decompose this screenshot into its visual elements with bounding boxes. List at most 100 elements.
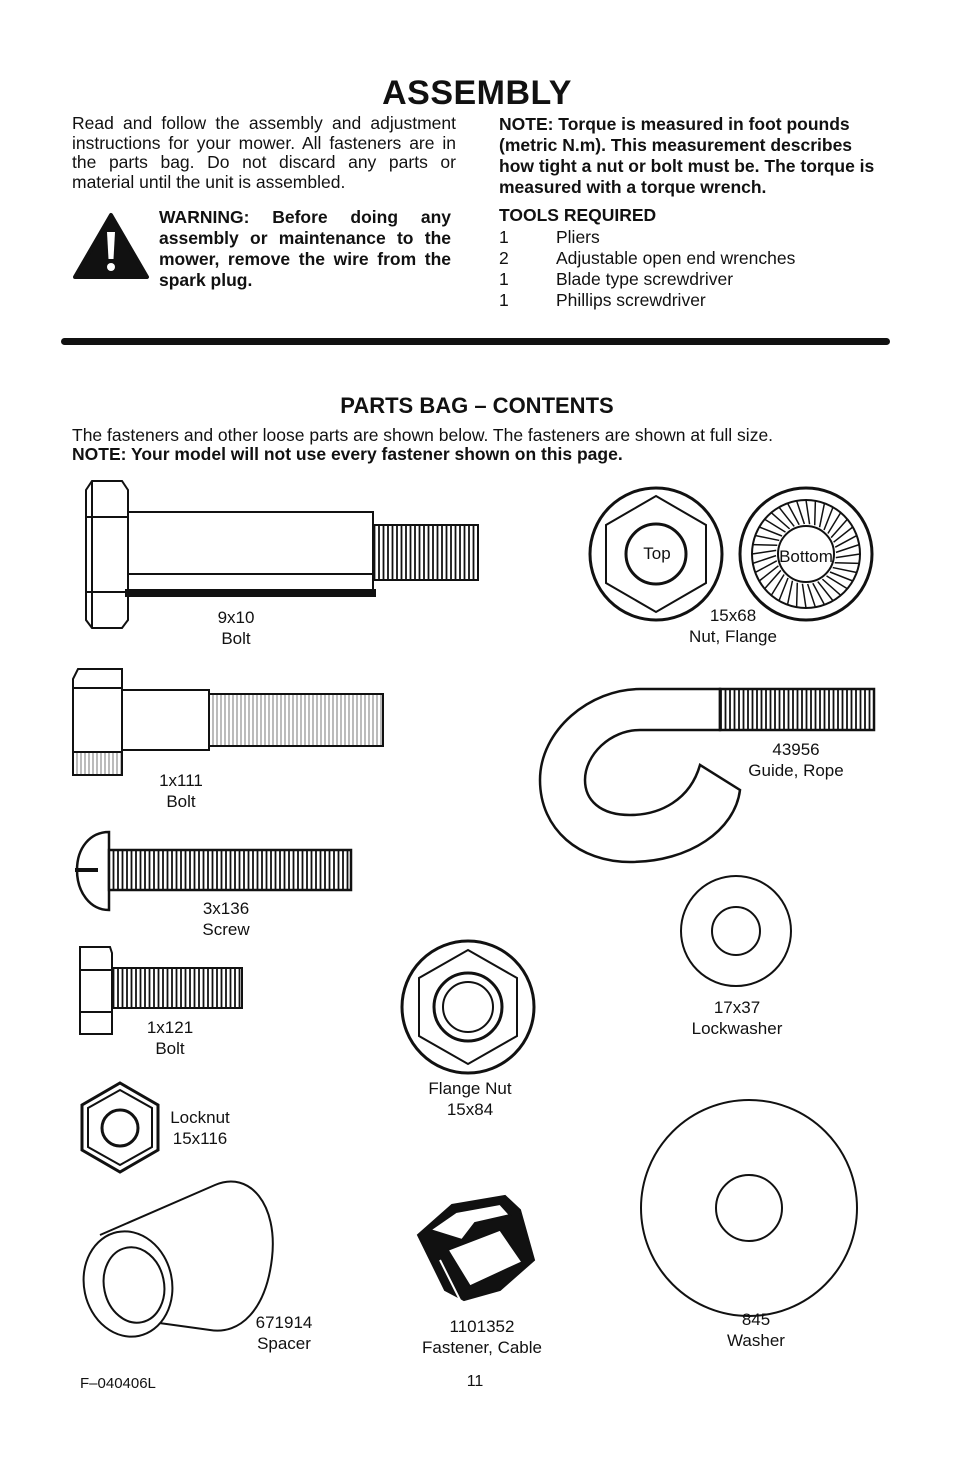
- lockwasher-drawing: [680, 875, 792, 987]
- locknut-drawing: [80, 1081, 160, 1174]
- tool-name: Phillips screwdriver: [556, 290, 706, 310]
- tool-name: Blade type screwdriver: [556, 269, 734, 289]
- serration-line: [795, 582, 799, 608]
- screw-3x136-drawing: [75, 830, 353, 912]
- warning-text: WARNING: Before doing any assembly or ma…: [159, 207, 451, 290]
- part-name: Locknut: [170, 1108, 230, 1127]
- serration-line: [832, 566, 857, 574]
- part-number: 43956: [772, 740, 820, 759]
- part-number: 1x111: [159, 771, 203, 790]
- part-number: 1101352: [449, 1317, 515, 1336]
- serration-line: [754, 560, 778, 574]
- section-divider: [61, 338, 890, 345]
- part-number: 17x37: [713, 998, 761, 1017]
- serration-line: [834, 561, 860, 565]
- part-name: Nut, Flange: [689, 627, 777, 646]
- serration-line: [801, 583, 807, 609]
- bolt-1x111-drawing: [72, 668, 384, 776]
- serration-line: [770, 574, 785, 596]
- part-number: 15x116: [172, 1129, 228, 1148]
- serration-line: [758, 526, 783, 537]
- serration-line: [758, 565, 779, 582]
- flange-serration-lines: [751, 499, 861, 609]
- page-number: 11: [466, 1373, 484, 1390]
- footer-code: F–040406L: [80, 1375, 156, 1392]
- serration-line: [764, 569, 782, 590]
- serration-line: [826, 575, 848, 590]
- flange-top-label: Top: [643, 544, 671, 563]
- part-number: 1x121: [146, 1018, 194, 1037]
- tools-heading: TOOLS REQUIRED: [499, 205, 657, 225]
- serration-line: [786, 502, 800, 526]
- serration-line: [812, 582, 826, 606]
- serration-line: [821, 578, 842, 596]
- torque-note: NOTE: Torque is measured in foot pounds …: [499, 114, 875, 197]
- serration-line: [817, 581, 834, 602]
- parts-note: NOTE: Your model will not use every fast…: [72, 444, 623, 464]
- spacer-drawing: [82, 1180, 274, 1338]
- page-title: ASSEMBLY: [382, 74, 572, 112]
- tool-qty: 1: [499, 269, 509, 289]
- parts-intro: The fasteners and other loose parts are …: [72, 425, 774, 445]
- bolt-9x10-drawing: [85, 480, 479, 629]
- serration-line: [835, 543, 860, 554]
- serration-line: [823, 506, 834, 531]
- serration-line: [778, 577, 789, 602]
- part-number: 671914: [255, 1313, 313, 1332]
- part-number: 3x136: [202, 899, 250, 918]
- serration-line: [752, 543, 778, 547]
- part-number: 15x68: [709, 606, 757, 625]
- serration-line: [795, 500, 806, 525]
- flange-bottom-label: Bottom: [779, 547, 833, 566]
- tool-qty: 1: [499, 227, 509, 247]
- serration-line: [835, 553, 861, 559]
- part-name: Washer: [727, 1331, 785, 1350]
- part-name: Flange Nut: [428, 1079, 512, 1098]
- intro-paragraph: Read and follow the assembly and adjustm…: [72, 113, 456, 192]
- serration-line: [764, 518, 786, 533]
- flange-nut-top-drawing: [588, 486, 724, 622]
- part-name: Bolt: [221, 629, 251, 648]
- serration-line: [751, 549, 777, 555]
- part-name: Guide, Rope: [748, 761, 844, 780]
- serration-line: [752, 554, 777, 565]
- serration-line: [805, 499, 811, 525]
- serration-line: [778, 506, 795, 527]
- tools-list-item: 1 Blade type screwdriver: [499, 269, 795, 290]
- serration-line: [818, 503, 826, 528]
- flange-nut-15x84-drawing: [400, 939, 536, 1075]
- bolt-1x121-drawing: [79, 946, 243, 1035]
- washer-drawing: [640, 1099, 858, 1317]
- cable-fastener-drawing: [416, 1194, 536, 1306]
- part-number: 845: [741, 1310, 771, 1329]
- serration-line: [834, 534, 858, 548]
- serration-line: [830, 518, 848, 539]
- part-name: Lockwasher: [691, 1019, 783, 1038]
- part-name: Spacer: [257, 1334, 311, 1353]
- tool-qty: 2: [499, 248, 509, 268]
- tool-name: Pliers: [556, 227, 600, 247]
- serration-line: [786, 580, 794, 605]
- serration-line: [827, 512, 842, 534]
- part-name: Fastener, Cable: [421, 1338, 542, 1357]
- parts-heading: PARTS BAG – CONTENTS: [340, 393, 614, 418]
- part-name: Screw: [202, 920, 250, 939]
- serration-line: [833, 526, 854, 543]
- serration-line: [829, 571, 854, 582]
- flange-nut-bottom-drawing: [738, 486, 874, 622]
- serration-line: [770, 512, 791, 530]
